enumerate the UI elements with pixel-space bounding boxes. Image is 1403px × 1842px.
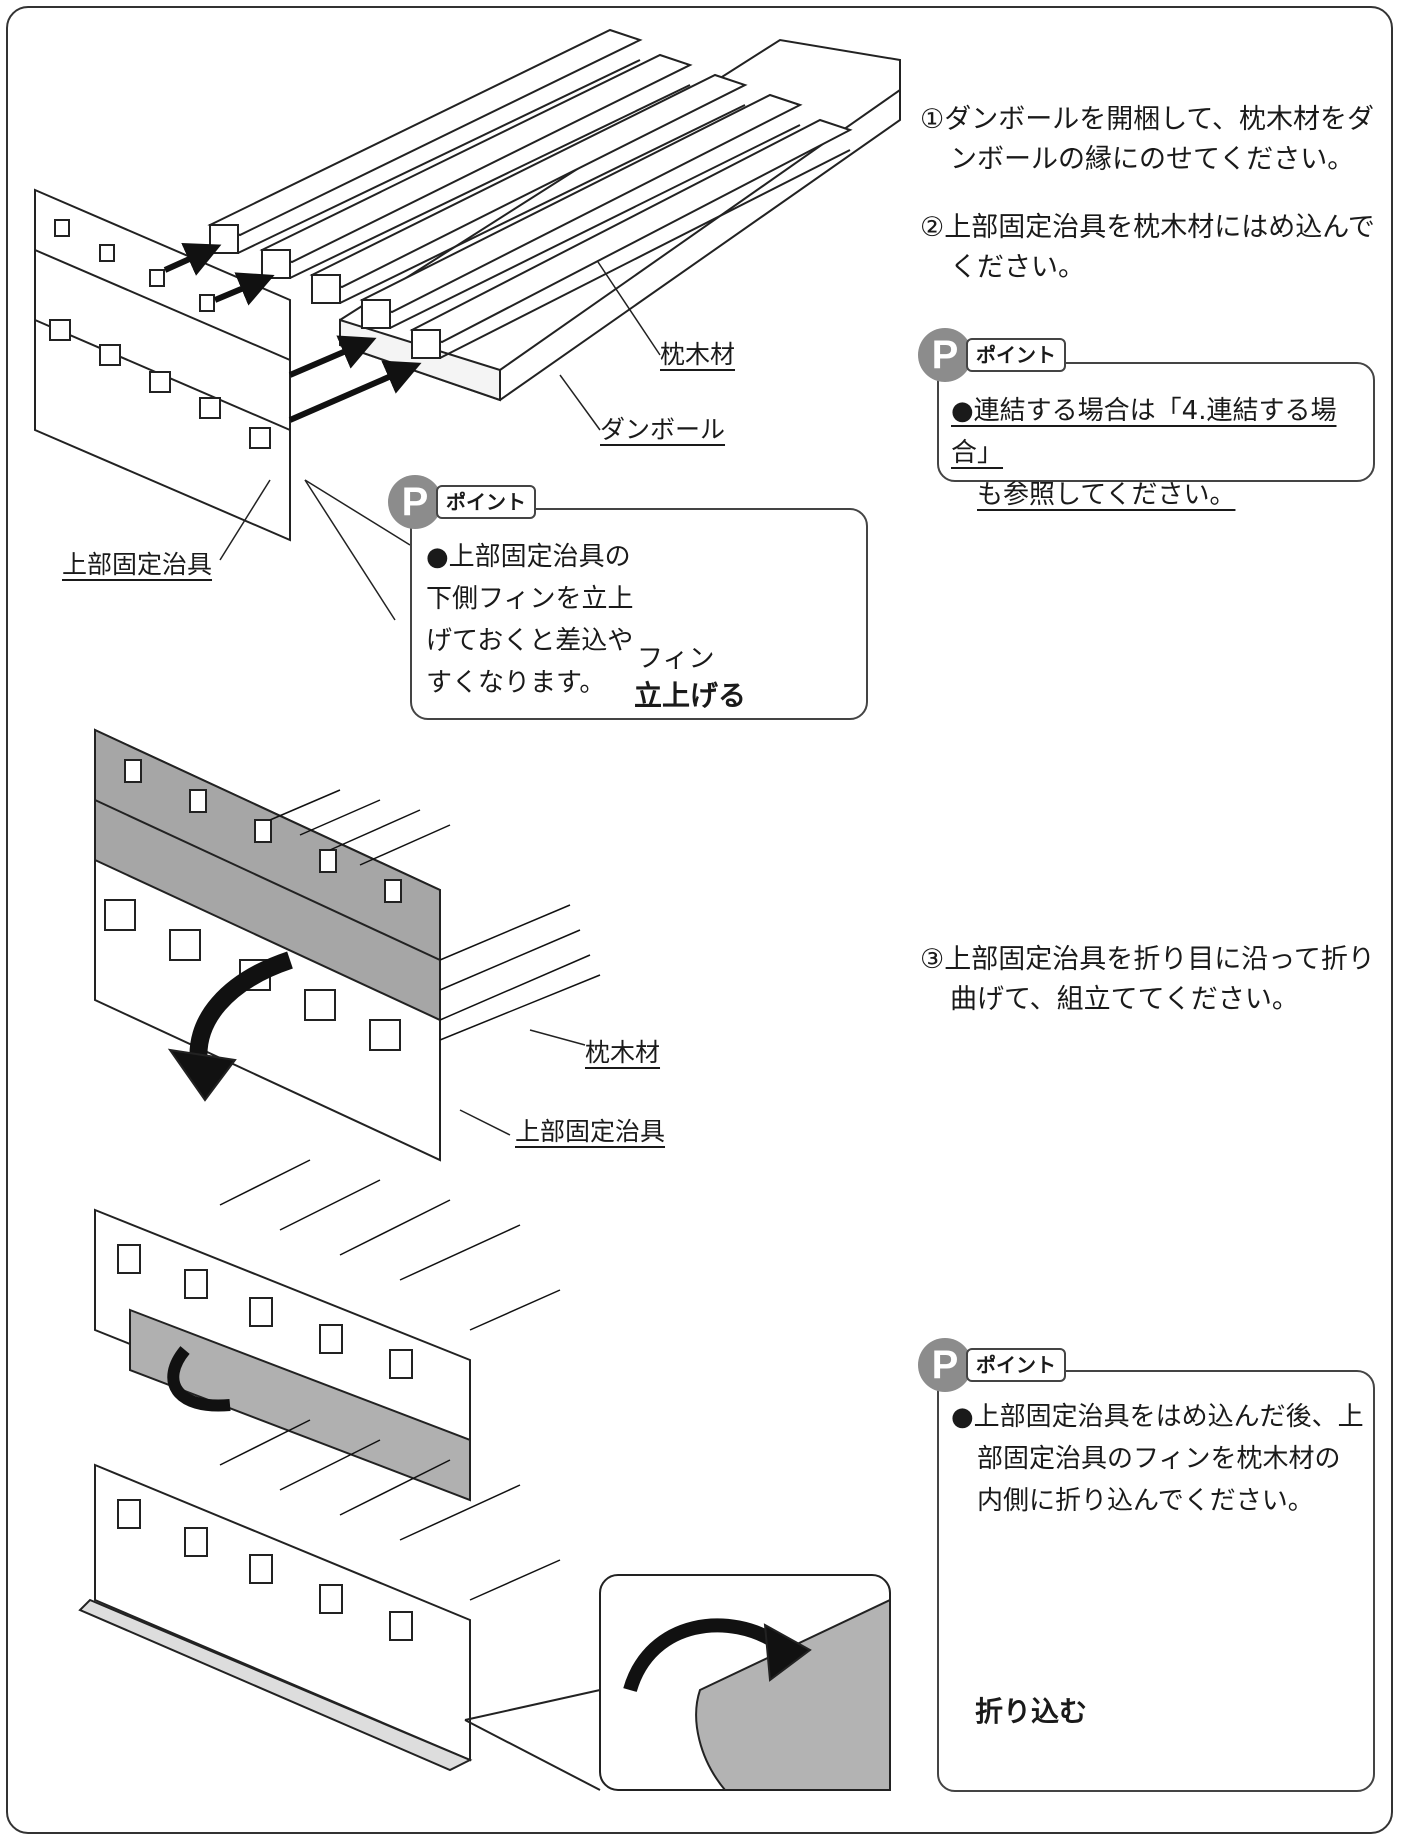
point-box-fold: ●上部固定治具をはめ込んだ後、上部固定治具のフィンを枕木材の内側に折り込んでくだ… [937,1370,1375,1792]
label-jig-top: 上部固定治具 [62,550,213,579]
point-link-line2: も参照してください。 [977,480,1236,510]
point-badge-1: P ポイント [918,328,1066,382]
point-badge-3: P ポイント [918,1338,1066,1392]
label-cardboard: ダンボール [600,415,726,444]
step-2-text: ②上部固定治具を枕木材にはめ込んでください。 [920,208,1375,288]
point-fold-text: ●上部固定治具をはめ込んだ後、上部固定治具のフィンを枕木材の内側に折り込んでくだ… [951,1396,1366,1522]
step-2: ②上部固定治具を枕木材にはめ込んでください。 [920,212,1375,283]
point-badge-2: P ポイント [388,475,536,529]
point-tag: ポイント [436,485,536,519]
fin-label: フィン [637,644,715,674]
point-link-text: ●連結する場合は「4.連結する場合」 も参照してください。 [951,390,1371,516]
label-sleeper-top: 枕木材 [660,340,736,369]
figure-jig-fold [94,728,601,1162]
point-p-icon: P [918,328,972,382]
point-p-icon: P [918,1338,972,1392]
figure-jig-folded [94,1159,561,1502]
point-link-line1: ●連結する場合は「4.連結する場合」 [951,396,1337,468]
step-3: ③上部固定治具を折り目に沿って折り曲げて、組立ててください。 [920,944,1375,1015]
figure-cardboard-sleepers [34,28,901,542]
point-box-link: ●連結する場合は「4.連結する場合」 も参照してください。 [937,362,1375,510]
label-jig-mid: 上部固定治具 [515,1117,666,1146]
figure-jig-final [78,1419,891,1791]
point-fin-text: ●上部固定治具の下側フィンを立上げておくと差込やすくなります。 [426,542,634,698]
label-sleeper-mid: 枕木材 [585,1038,661,1067]
fold-in-label: 折り込む [975,1695,1088,1728]
point-p-icon: P [388,475,442,529]
raise-label: 立上げる [634,679,747,712]
step-1-text: ①ダンボールを開梱して、枕木材をダンボールの縁にのせてください。 [920,100,1375,180]
point-tag: ポイント [966,338,1066,372]
step-1: ①ダンボールを開梱して、枕木材をダンボールの縁にのせてください。 [920,104,1375,175]
point-fold-body: ●上部固定治具をはめ込んだ後、上部固定治具のフィンを枕木材の内側に折り込んでくだ… [951,1402,1364,1516]
point-box-fin: ●上部固定治具の下側フィンを立上げておくと差込やすくなります。 フィン 立上げる [410,508,868,720]
step-3-text: ③上部固定治具を折り目に沿って折り曲げて、組立ててください。 [920,940,1375,1020]
page-frame [6,6,1393,1834]
point-tag: ポイント [966,1348,1066,1382]
